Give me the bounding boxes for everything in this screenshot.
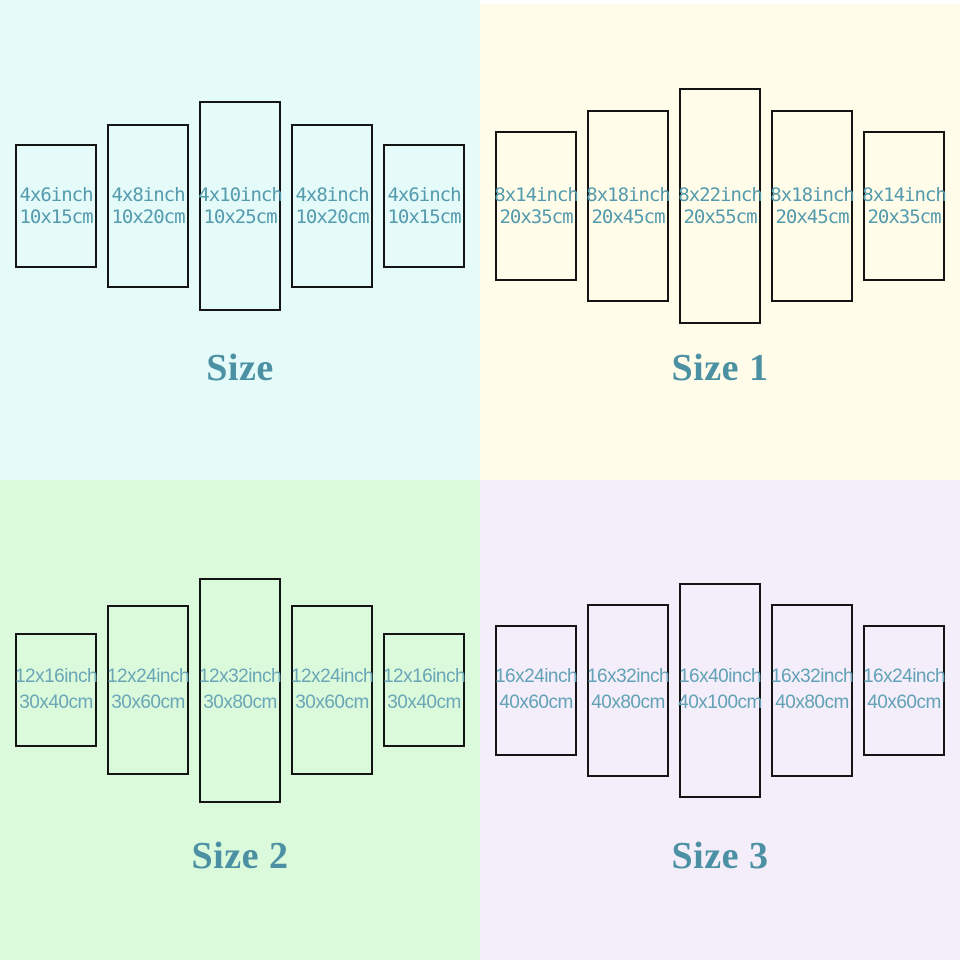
panel-size-cm: 20x45cm xyxy=(775,206,849,228)
canvas-panel: 16x40inch 40x100cm xyxy=(678,582,762,798)
panel-size-label: 8x18inch 20x45cm xyxy=(770,184,855,228)
panel-size-inch: 4x8inch xyxy=(111,184,185,206)
panel-size-cm: 40x80cm xyxy=(591,692,665,713)
panel-size-inch: 4x8inch xyxy=(295,184,369,206)
canvas-panel: 4x8inch 10x20cm xyxy=(291,124,373,288)
panel-size-inch: 16x32inch xyxy=(586,666,670,687)
panel-size-cm: 10x20cm xyxy=(111,206,185,228)
panel-size-cm: 40x60cm xyxy=(499,692,573,713)
panel-size-cm: 40x60cm xyxy=(867,692,941,713)
panel-size-cm: 20x55cm xyxy=(683,206,757,228)
panel-size-cm: 10x15cm xyxy=(387,206,461,228)
panel-size-cm: 20x35cm xyxy=(867,206,941,228)
panel-size-label: 8x22inch 20x55cm xyxy=(678,184,763,228)
panel-size-inch: 12x32inch xyxy=(198,666,282,687)
panel-size-cm: 30x80cm xyxy=(203,692,277,713)
panel-group: 12x16inch 30x40cm 12x24inch 30x60cm 12x3… xyxy=(0,480,480,900)
canvas-panel: 8x14inch 20x35cm xyxy=(494,131,579,281)
canvas-panel: 4x8inch 10x20cm xyxy=(107,124,189,288)
panel-size-inch: 8x18inch xyxy=(586,184,671,206)
panel-size-cm: 30x40cm xyxy=(19,692,93,713)
canvas-panel: 4x10inch 10x25cm xyxy=(198,101,283,311)
canvas-panel: 8x22inch 20x55cm xyxy=(678,88,763,324)
size-chart-quadrant-size-1: 8x14inch 20x35cm 8x18inch 20x45cm 8x22in… xyxy=(480,0,960,480)
canvas-panel: 16x24inch 40x60cm xyxy=(494,624,578,756)
panel-size-label: 4x10inch 10x25cm xyxy=(198,184,283,228)
canvas-panel: 8x18inch 20x45cm xyxy=(770,110,855,302)
panel-size-label: 8x14inch 20x35cm xyxy=(862,184,947,228)
size-chart-quadrant-size-2: 12x16inch 30x40cm 12x24inch 30x60cm 12x3… xyxy=(0,480,480,960)
panel-size-label: 8x14inch 20x35cm xyxy=(494,184,579,228)
panel-size-cm: 30x40cm xyxy=(387,692,461,713)
panel-size-label: 4x8inch 10x20cm xyxy=(111,184,185,228)
panel-size-inch: 4x10inch xyxy=(198,184,283,206)
canvas-panel: 16x32inch 40x80cm xyxy=(586,603,670,777)
canvas-panel: 12x16inch 30x40cm xyxy=(382,633,466,747)
canvas-panel: 4x6inch 10x15cm xyxy=(383,144,465,268)
panel-size-inch: 8x14inch xyxy=(862,184,947,206)
panel-size-label: 4x6inch 10x15cm xyxy=(387,184,461,228)
panel-size-inch: 12x16inch xyxy=(382,666,466,687)
size-group-title: Size 3 xyxy=(671,835,769,877)
panel-size-label: 4x6inch 10x15cm xyxy=(19,184,93,228)
panel-size-inch: 8x18inch xyxy=(770,184,855,206)
panel-size-cm: 20x35cm xyxy=(499,206,573,228)
canvas-panel: 16x32inch 40x80cm xyxy=(770,603,854,777)
canvas-panel: 4x6inch 10x15cm xyxy=(15,144,97,268)
panel-size-label: 12x16inch 30x40cm xyxy=(14,664,98,716)
panel-size-inch: 8x22inch xyxy=(678,184,763,206)
panel-size-cm: 20x45cm xyxy=(591,206,665,228)
panel-size-inch: 8x14inch xyxy=(494,184,579,206)
panel-size-label: 8x18inch 20x45cm xyxy=(586,184,671,228)
canvas-panel: 12x32inch 30x80cm xyxy=(198,577,282,803)
panel-size-label: 16x32inch 40x80cm xyxy=(586,664,670,716)
panel-size-inch: 12x24inch xyxy=(106,666,190,687)
panel-size-cm: 40x80cm xyxy=(775,692,849,713)
panel-size-inch: 16x32inch xyxy=(770,666,854,687)
panel-group: 8x14inch 20x35cm 8x18inch 20x45cm 8x22in… xyxy=(480,0,960,412)
panel-size-inch: 4x6inch xyxy=(387,184,461,206)
panel-size-inch: 16x24inch xyxy=(494,666,578,687)
canvas-panel: 12x24inch 30x60cm xyxy=(290,605,374,775)
panel-size-cm: 30x60cm xyxy=(111,692,185,713)
panel-size-label: 12x16inch 30x40cm xyxy=(382,664,466,716)
panel-group: 4x6inch 10x15cm 4x8inch 10x20cm 4x10inch… xyxy=(0,0,480,412)
panel-size-cm: 30x60cm xyxy=(295,692,369,713)
panel-group: 16x24inch 40x60cm 16x32inch 40x80cm 16x4… xyxy=(480,480,960,900)
panel-size-cm: 10x20cm xyxy=(295,206,369,228)
panel-size-label: 16x40inch 40x100cm xyxy=(678,664,762,716)
canvas-panel: 8x14inch 20x35cm xyxy=(862,131,947,281)
canvas-panel: 16x24inch 40x60cm xyxy=(862,624,946,756)
panel-size-inch: 12x16inch xyxy=(14,666,98,687)
panel-size-inch: 16x40inch xyxy=(678,666,762,687)
panel-size-inch: 4x6inch xyxy=(19,184,93,206)
panel-size-label: 12x24inch 30x60cm xyxy=(106,664,190,716)
size-group-title: Size 1 xyxy=(671,347,769,389)
panel-size-cm: 40x100cm xyxy=(678,692,762,713)
panel-size-inch: 12x24inch xyxy=(290,666,374,687)
size-chart-quadrant-size: 4x6inch 10x15cm 4x8inch 10x20cm 4x10inch… xyxy=(0,0,480,480)
panel-size-label: 16x32inch 40x80cm xyxy=(770,664,854,716)
size-group-title: Size xyxy=(206,347,274,389)
top-white-strip xyxy=(480,0,960,4)
panel-size-cm: 10x15cm xyxy=(19,206,93,228)
panel-size-label: 12x24inch 30x60cm xyxy=(290,664,374,716)
panel-size-label: 16x24inch 40x60cm xyxy=(862,664,946,716)
canvas-panel: 8x18inch 20x45cm xyxy=(586,110,671,302)
panel-size-label: 4x8inch 10x20cm xyxy=(295,184,369,228)
panel-size-inch: 16x24inch xyxy=(862,666,946,687)
panel-size-cm: 10x25cm xyxy=(203,206,277,228)
size-chart-quadrant-size-3: 16x24inch 40x60cm 16x32inch 40x80cm 16x4… xyxy=(480,480,960,960)
canvas-panel: 12x24inch 30x60cm xyxy=(106,605,190,775)
panel-size-label: 16x24inch 40x60cm xyxy=(494,664,578,716)
panel-size-label: 12x32inch 30x80cm xyxy=(198,664,282,716)
size-group-title: Size 2 xyxy=(191,835,289,877)
canvas-panel: 12x16inch 30x40cm xyxy=(14,633,98,747)
